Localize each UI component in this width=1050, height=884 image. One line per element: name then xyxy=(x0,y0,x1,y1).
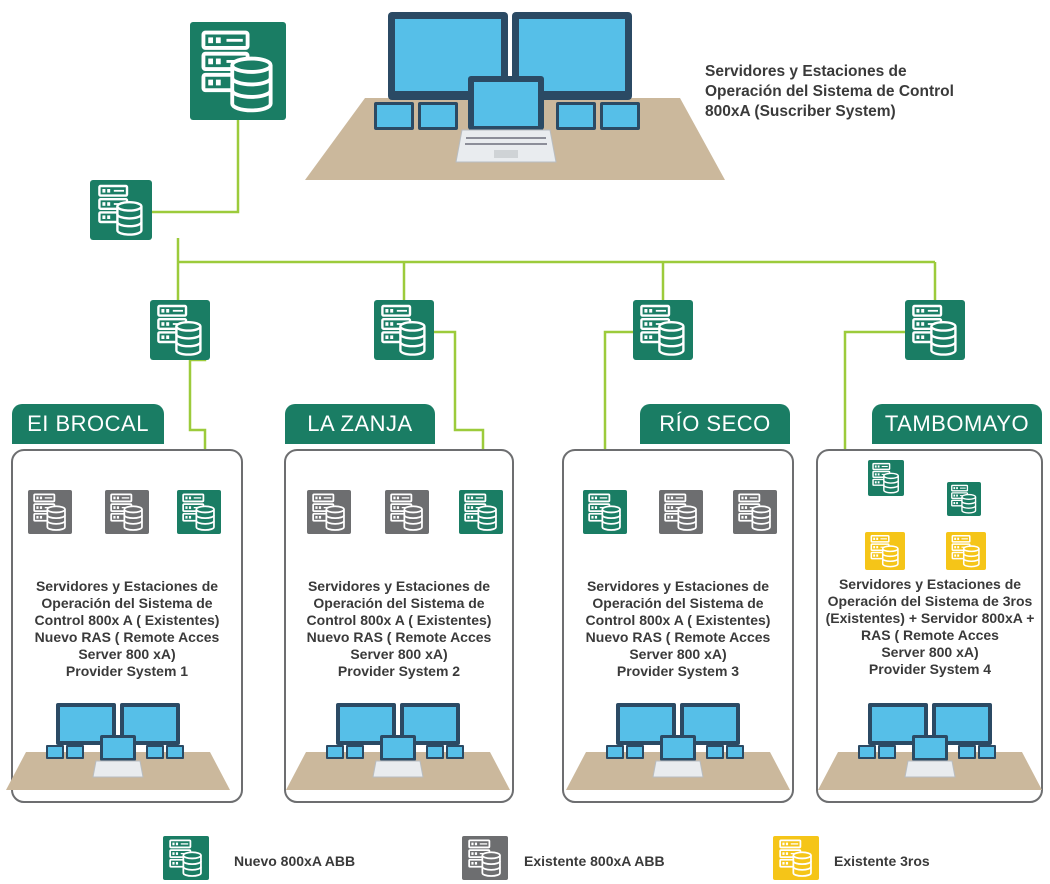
legend-icons xyxy=(163,836,819,880)
site-workstation-4 xyxy=(818,703,1042,790)
site-tab-rio-seco: RÍO SECO xyxy=(640,404,790,444)
main-server-icon xyxy=(190,22,286,120)
site-workstation-2 xyxy=(286,703,510,790)
site-tab-la-zanja: LA ZANJA xyxy=(285,404,435,444)
site-tab-tambomayo: TAMBOMAYO xyxy=(872,404,1042,444)
main-operator-workstation xyxy=(305,12,725,180)
site-servers xyxy=(28,460,986,570)
legend-label-new: Nuevo 800xA ABB xyxy=(234,853,356,869)
main-system-caption: Servidores y Estaciones de Operación del… xyxy=(705,63,954,120)
site-tab-el-brocal: EI BROCAL xyxy=(12,404,164,444)
gateway-server-icon xyxy=(90,180,152,240)
legend-label-third: Existente 3ros xyxy=(834,853,930,869)
legend-label-existing: Existente 800xA ABB xyxy=(524,853,665,869)
site-workstation-1 xyxy=(6,703,230,790)
branch-servers xyxy=(150,300,965,360)
site-workstation-3 xyxy=(566,703,790,790)
site-workstations xyxy=(6,703,1042,790)
